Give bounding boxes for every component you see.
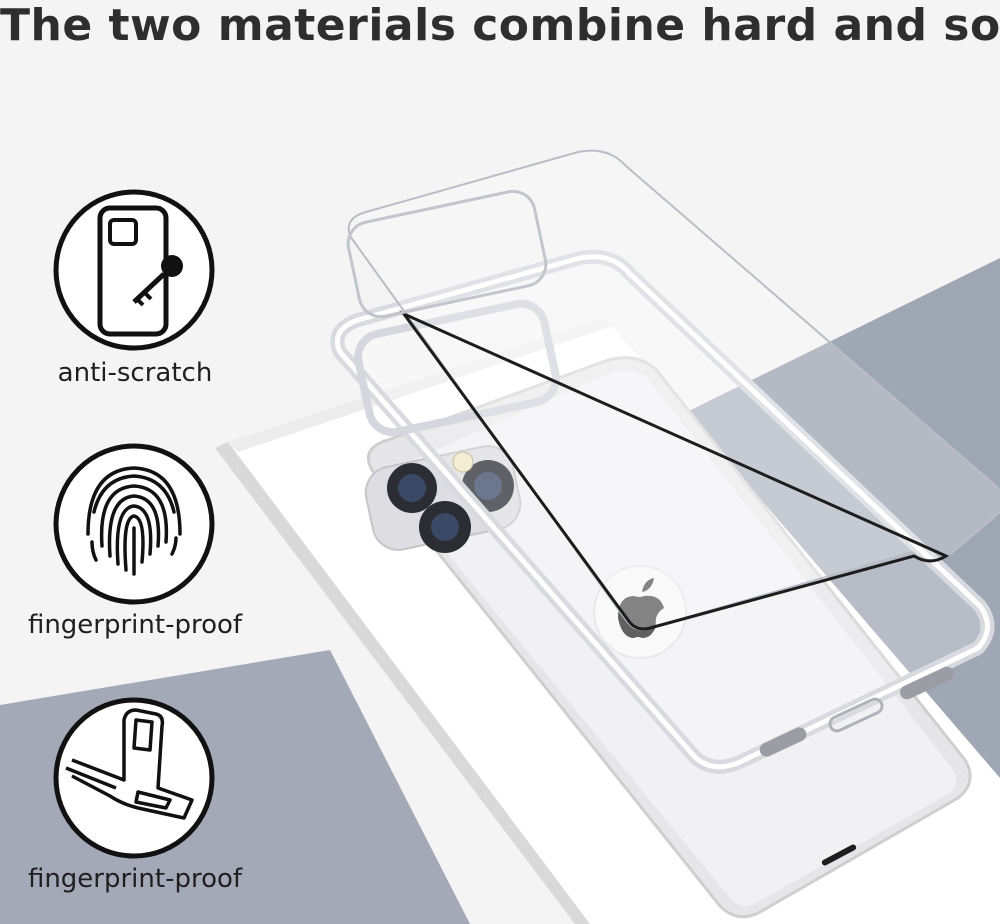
case-speaker-grille — [759, 666, 954, 757]
fingerprint-icon — [53, 443, 215, 605]
feature-label-fingerprint-proof-2: fingerprint-proof — [27, 864, 243, 894]
camera-flash — [452, 451, 474, 473]
feature-label-fingerprint-proof: fingerprint-proof — [27, 610, 243, 640]
headline: The two materials combine hard and soft — [0, 0, 1000, 51]
white-board-edge — [215, 442, 590, 924]
case-camera-cutout — [354, 299, 560, 437]
feature-label-anti-scratch: anti-scratch — [57, 358, 213, 388]
protector-camera-window — [346, 189, 548, 319]
flexible-strap-icon — [53, 697, 215, 859]
phone-key-icon — [53, 189, 215, 351]
phone — [364, 356, 972, 919]
screen-protector — [346, 149, 1000, 631]
clear-case — [330, 249, 995, 774]
